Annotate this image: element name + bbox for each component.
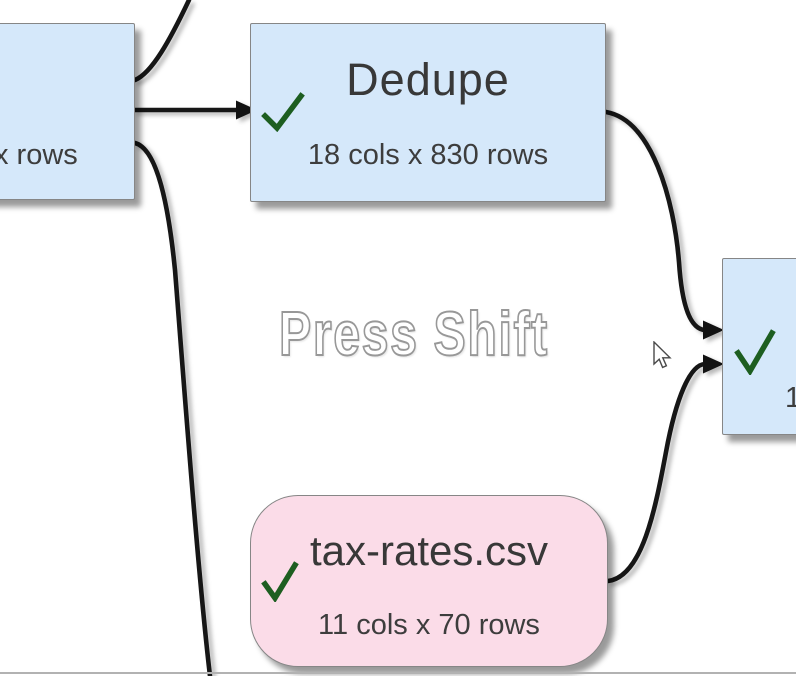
node-right-partial[interactable]: 1 [722,258,796,435]
node-subtitle: 1 [785,382,796,414]
node-title: Dedupe [346,54,510,105]
bottom-divider [0,672,796,674]
connector-dedupe-to-right[interactable] [603,109,708,333]
checkmark-icon [734,329,776,375]
connector-left-to-offscreen-top[interactable] [132,0,192,83]
arrowhead-icon [703,354,724,374]
node-title: tax-rates.csv [309,527,549,574]
press-shift-hint: Press Shift [278,300,549,369]
mouse-cursor-icon [653,341,672,369]
node-left-partial[interactable]: x rows [0,23,135,200]
checkmark-icon [261,92,305,132]
node-tax-rates[interactable]: tax-rates.csv 11 cols x 70 rows [250,495,608,667]
node-subtitle: 18 cols x 830 rows [307,139,549,171]
connector-left-to-offscreen-bottom[interactable] [132,140,213,676]
arrowhead-icon [236,100,257,120]
node-subtitle: x rows [0,139,78,171]
node-dedupe[interactable]: Dedupe 18 cols x 830 rows [250,23,606,202]
node-subtitle: 11 cols x 70 rows [318,609,540,641]
checkmark-icon [261,561,299,602]
connector-taxrates-to-right[interactable] [605,361,708,584]
arrowhead-icon [703,320,724,340]
